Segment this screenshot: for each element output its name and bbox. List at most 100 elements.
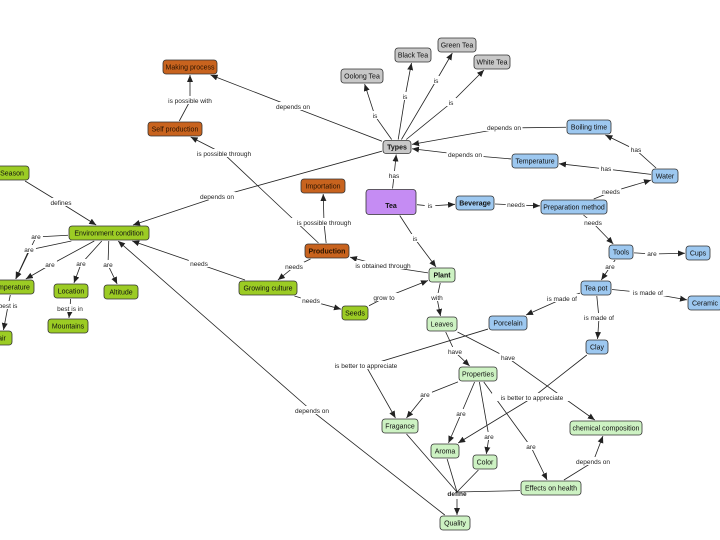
node-label: Tools <box>613 250 630 257</box>
node-box <box>580 280 612 296</box>
node-oolong-tea[interactable]: Oolong Tea <box>340 68 384 84</box>
node-making-process[interactable]: Making process <box>162 59 218 75</box>
node-temperature[interactable]: Temperature <box>511 153 559 169</box>
node-effects-on-health[interactable]: Effects on health <box>520 480 582 496</box>
node-tea[interactable]: Tea <box>365 189 417 215</box>
node-ceramic[interactable]: Ceramic <box>687 295 720 311</box>
node-beverage[interactable]: Beverage <box>455 195 495 211</box>
link-label-are_teapot: are <box>605 264 615 271</box>
link-label-is_possible_through_import: is possible through <box>297 220 352 227</box>
link-label-bg <box>74 259 88 267</box>
node-aroma[interactable]: Aroma <box>430 443 460 459</box>
node-label: Boiling time <box>571 125 607 132</box>
node-color[interactable]: Color <box>472 454 498 470</box>
node-water[interactable]: Water <box>651 168 679 184</box>
link-label-have_chem: have <box>501 355 515 362</box>
node-label: emperature <box>0 285 30 292</box>
link-environment_condition-emperature <box>15 234 69 280</box>
link-label-is_made_of_clay: is made of <box>584 315 614 322</box>
node-emperature[interactable]: emperature <box>0 279 35 295</box>
node-green-tea[interactable]: Green Tea <box>437 37 477 53</box>
link-label-bg <box>300 296 322 304</box>
node-preparation-method[interactable]: Preparation method <box>540 199 608 215</box>
link-label-bg <box>387 171 401 179</box>
link-label-is_green: is <box>434 78 439 85</box>
node-growing-culture[interactable]: Growing culture <box>238 280 298 296</box>
node-label: Oolong Tea <box>344 74 380 81</box>
node-label: Beverage <box>459 201 491 208</box>
link-label-are_cups: are <box>647 251 657 258</box>
node-self-production[interactable]: Self production <box>147 121 203 137</box>
link-label-is_made_of_ceramic: is made of <box>633 290 663 297</box>
node-label: Cups <box>690 251 707 258</box>
link-label-bg <box>293 406 331 414</box>
link-label-bg <box>492 393 572 401</box>
link-label-bg <box>574 457 612 465</box>
link-label-bg <box>645 249 659 257</box>
node-black-tea[interactable]: Black Tea <box>394 47 432 63</box>
link-label-is_beverage: is <box>428 203 433 210</box>
node-season[interactable]: Season <box>0 165 30 181</box>
link-tea-beverage <box>416 201 456 208</box>
node-box <box>53 283 89 299</box>
link-label-are_4: are <box>76 261 86 268</box>
link-label-has_boiling: has <box>631 147 642 154</box>
node-boiling-time[interactable]: Boiling time <box>566 119 612 135</box>
link-label-bg <box>198 192 236 200</box>
node-tea-pot[interactable]: Tea pot <box>580 280 612 296</box>
link-label-bg <box>446 347 464 355</box>
node-box <box>365 189 417 215</box>
node-box <box>147 121 203 137</box>
link-label-bg <box>369 111 381 119</box>
node-porcelain[interactable]: Porcelain <box>488 315 528 331</box>
node-quality[interactable]: Quality <box>439 515 471 531</box>
node-production[interactable]: Production <box>304 243 350 259</box>
node-mountains[interactable]: Mountains <box>47 318 89 334</box>
link-label-bg <box>399 92 411 100</box>
node-location[interactable]: Location <box>53 283 89 299</box>
link-types-black_tea <box>397 62 414 140</box>
node-box <box>304 243 350 259</box>
link-label-are_2: are <box>24 247 34 254</box>
node-box <box>238 280 298 296</box>
node-box <box>569 420 643 436</box>
node-types[interactable]: Types <box>382 140 412 154</box>
node-box <box>540 199 608 215</box>
node-tools[interactable]: Tools <box>608 244 634 260</box>
node-fragance[interactable]: Fragance <box>381 418 419 434</box>
node-box <box>472 454 498 470</box>
link-label-bg <box>580 313 618 321</box>
node-plant[interactable]: Plant <box>428 267 456 283</box>
node-clay[interactable]: Clay <box>585 339 609 355</box>
node-box <box>47 318 89 334</box>
link-label-bg <box>409 234 421 242</box>
node-label: Season <box>0 171 24 178</box>
link-color-quality <box>456 469 479 493</box>
node-box <box>520 480 582 496</box>
node-altitude[interactable]: Altitude <box>103 284 139 300</box>
node-environment-condition[interactable]: Environment condition <box>68 225 150 241</box>
node-label: Quality <box>444 521 466 528</box>
link-label-bg <box>22 245 36 253</box>
node-label: Tea <box>385 203 397 210</box>
node-chemical-composition[interactable]: chemical composition <box>569 420 643 436</box>
link-label-are_color: are <box>484 434 494 441</box>
node-box <box>428 267 456 283</box>
node-white-tea[interactable]: White Tea <box>473 54 511 70</box>
link-label-is_better_aroma: is better to appreciate <box>501 395 564 402</box>
node-label: Effects on health <box>525 486 577 493</box>
node-seeds[interactable]: Seeds <box>341 305 369 321</box>
node-cups[interactable]: Cups <box>685 245 711 261</box>
link-label-depends_on_env: depends on <box>200 194 234 201</box>
link-label-bg <box>445 98 457 106</box>
node-importation[interactable]: Importation <box>300 178 346 194</box>
link-properties-fragance <box>406 381 459 419</box>
node-air[interactable]: air <box>0 330 13 346</box>
node-properties[interactable]: Properties <box>458 366 498 382</box>
node-leaves[interactable]: Leaves <box>426 316 458 332</box>
link-label-have_props: have <box>448 349 462 356</box>
node-box <box>426 316 458 332</box>
node-label: White Tea <box>477 60 508 67</box>
link-label-bg <box>499 353 517 361</box>
node-label: Self production <box>152 127 199 134</box>
